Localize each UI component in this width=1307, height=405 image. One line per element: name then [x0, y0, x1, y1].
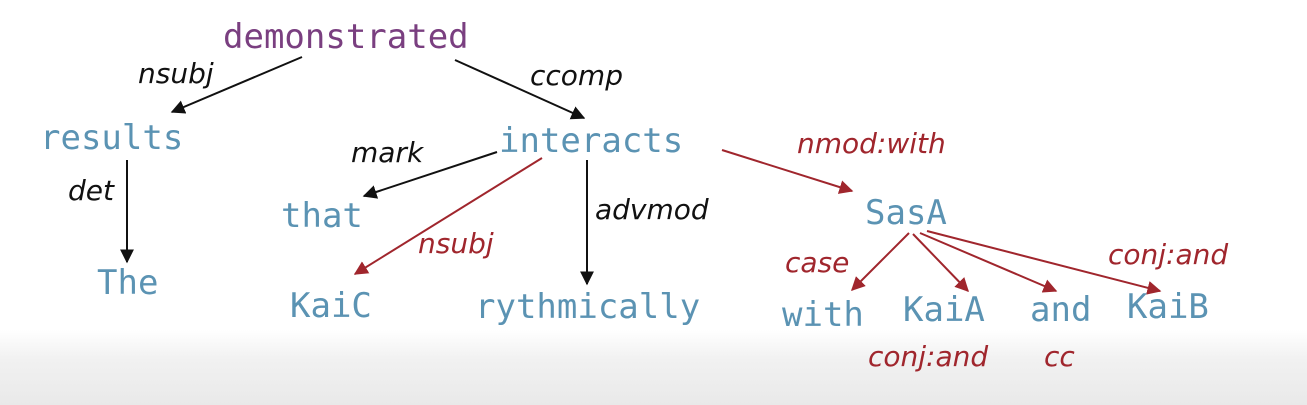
- word-KaiA: KaiA: [903, 290, 985, 330]
- word-interacts: interacts: [499, 121, 683, 161]
- label-conj-and-KaiB: conj:and: [1108, 238, 1228, 271]
- label-case: case: [785, 246, 849, 279]
- edge-ccomp-demonstrated-interacts: [454, 59, 586, 120]
- edge-nsubj-interacts-KaiC: [353, 157, 543, 275]
- word-The: The: [97, 263, 158, 303]
- word-rythmically: rythmically: [475, 287, 700, 327]
- word-that: that: [281, 196, 363, 236]
- edge-nmod-with-interacts-SasA: [721, 149, 854, 194]
- edge-mark-interacts-that: [362, 151, 498, 199]
- edge-conj-and-SasA-KaiB: [926, 230, 1162, 295]
- label-nsubj-interacts: nsubj: [418, 227, 494, 260]
- edge-case-SasA-with: [851, 232, 910, 291]
- word-with: with: [782, 295, 864, 335]
- label-conj-and-KaiA: conj:and: [868, 340, 988, 373]
- word-KaiC: KaiC: [290, 286, 372, 326]
- word-demonstrated: demonstrated: [223, 17, 469, 57]
- label-det: det: [68, 174, 115, 207]
- label-nmod-with: nmod:with: [797, 127, 946, 160]
- label-advmod: advmod: [595, 193, 709, 226]
- word-SasA: SasA: [865, 193, 947, 233]
- label-mark: mark: [351, 136, 425, 169]
- edge-conj-and-SasA-KaiA: [912, 233, 969, 293]
- word-results: results: [40, 118, 183, 158]
- label-cc: cc: [1044, 340, 1075, 373]
- word-and: and: [1030, 290, 1091, 330]
- edge-nsubj-demonstrated-results: [170, 56, 303, 114]
- label-ccomp: ccomp: [530, 59, 623, 92]
- edge-cc-SasA-and: [919, 232, 1058, 293]
- label-nsubj-demonstrated: nsubj: [138, 57, 214, 90]
- word-KaiB: KaiB: [1127, 287, 1209, 327]
